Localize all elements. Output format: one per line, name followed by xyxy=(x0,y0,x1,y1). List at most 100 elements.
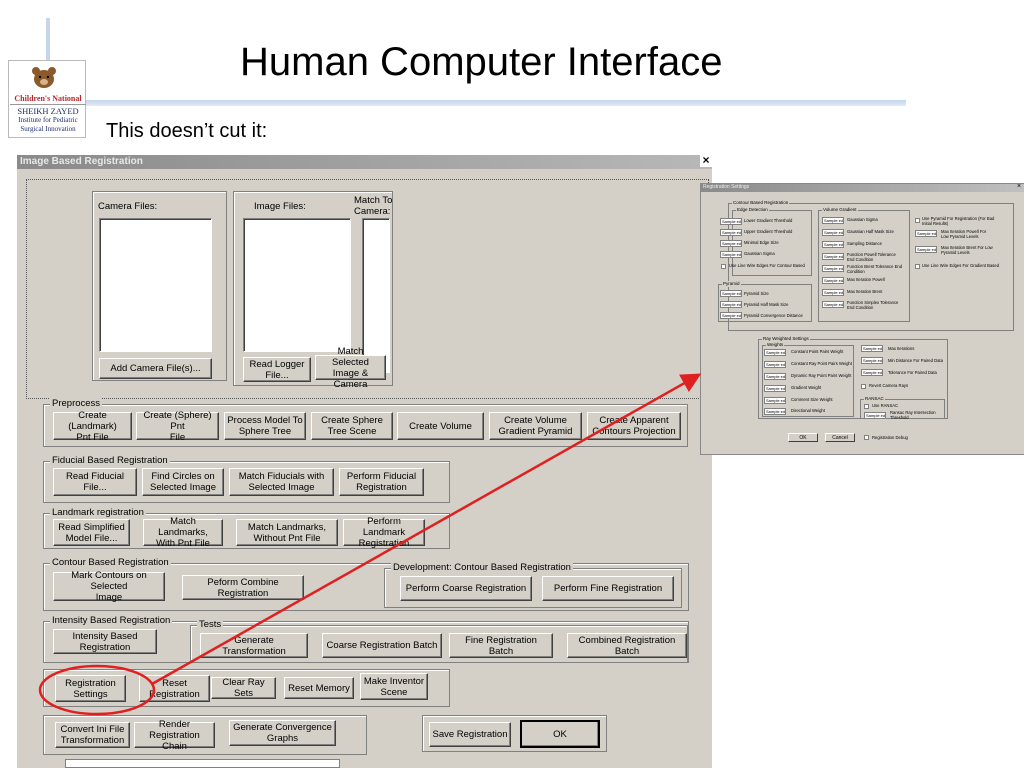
use-pyramid-checkbox[interactable] xyxy=(915,218,920,223)
use-ransac-checkbox[interactable] xyxy=(864,404,869,409)
settings-cancel-button[interactable]: Cancel xyxy=(825,433,855,442)
combined-registration-batch-button[interactable]: Combined Registration Batch xyxy=(567,633,687,658)
generate-convergence-graphs-button[interactable]: Generate Convergence Graphs xyxy=(229,720,336,746)
edge-field-0[interactable]: Sample edit xyxy=(720,218,742,225)
pyramid-field-1[interactable]: Sample edit xyxy=(720,301,742,308)
volgrad-field-6[interactable]: Sample edit xyxy=(822,289,844,296)
volgrad-field-4[interactable]: Sample edit xyxy=(822,265,844,272)
perform-coarse-button[interactable]: Perform Coarse Registration xyxy=(400,576,532,601)
registration-debug-checkbox[interactable] xyxy=(864,435,869,440)
revert-camera-rays-checkbox[interactable] xyxy=(861,384,866,389)
volgrad-field-2[interactable]: Sample edit xyxy=(822,241,844,248)
institute-logo: Children's National SHEIKH ZAYED Institu… xyxy=(8,60,86,138)
weight-field-3[interactable]: Sample edit xyxy=(764,385,786,392)
iter-field-1[interactable]: Sample edit xyxy=(861,357,883,364)
ransac-threshold-label: Ransac Ray Intersection Threshold xyxy=(890,410,936,420)
settings-ok-button[interactable]: OK xyxy=(788,433,818,442)
match-landmarks-with-pnt-button[interactable]: Match Landmarks, With Pnt File xyxy=(143,516,223,549)
iter-field-2[interactable]: Sample edit xyxy=(861,369,883,376)
volgrad-field-3[interactable]: Sample edit xyxy=(822,253,844,260)
fine-registration-batch-button[interactable]: Fine Registration Batch xyxy=(449,633,553,658)
read-simplified-model-button[interactable]: Read Simplified Model File... xyxy=(53,519,130,546)
render-registration-chain-button[interactable]: Render Registration Chain xyxy=(134,719,215,752)
logo-line-4: Surgical Innovation xyxy=(20,125,76,133)
volgrad-field-5[interactable]: Sample edit xyxy=(822,277,844,284)
clear-ray-sets-button[interactable]: Clear Ray Sets xyxy=(211,677,276,699)
settings-titlebar: Registration Settings × xyxy=(701,184,1024,192)
weight-label-5: Directional Weight xyxy=(791,408,825,413)
generate-transformation-button[interactable]: Generate Transformation xyxy=(200,633,308,658)
convert-ini-button[interactable]: Convert Ini File Transformation xyxy=(55,722,130,748)
image-files-list[interactable] xyxy=(243,218,351,352)
create-sphere-tree-scene-button[interactable]: Create Sphere Tree Scene xyxy=(311,412,393,440)
volgrad-field-7[interactable]: Sample edit xyxy=(822,301,844,308)
reset-registration-button[interactable]: Reset Registration xyxy=(139,675,210,702)
registration-settings-button[interactable]: Registration Settings xyxy=(55,675,126,702)
edge-label-1: Upper Gradient Threshold xyxy=(744,229,793,234)
edge-label-2: Minimal Edge Size xyxy=(744,240,779,245)
edge-field-3[interactable]: Sample edit xyxy=(720,251,742,258)
create-volume-button[interactable]: Create Volume xyxy=(397,412,484,440)
perform-fine-button[interactable]: Perform Fine Registration xyxy=(542,576,674,601)
weight-field-2[interactable]: Sample edit xyxy=(764,373,786,380)
save-registration-button[interactable]: Save Registration xyxy=(429,722,511,747)
intensity-based-button[interactable]: Intensity Based Registration xyxy=(53,629,157,654)
edge-checkbox-label: Use Line Wire Edges For Contour Based xyxy=(729,263,805,268)
find-circles-button[interactable]: Find Circles on Selected Image xyxy=(142,468,224,496)
pyramid-group: Pyramid xyxy=(718,281,812,322)
volgrad-field-0[interactable]: Sample edit xyxy=(822,217,844,224)
volgrad-label-5: Max Iteration Powell xyxy=(847,277,885,282)
pyramid-field-2[interactable]: Sample edit xyxy=(720,312,742,319)
gradient-line-wire-checkbox[interactable] xyxy=(915,264,920,269)
create-apparent-contours-button[interactable]: Create Apparent Contours Projection xyxy=(587,412,681,440)
gradient-line-wire-label: Use Line Wire Edges For Gradient Based xyxy=(922,263,1000,268)
volgrad-field-1[interactable]: Sample edit xyxy=(822,229,844,236)
ok-button[interactable]: OK xyxy=(520,720,600,748)
edge-detection-label: Edge Detection xyxy=(736,207,769,213)
close-icon[interactable]: × xyxy=(1017,183,1022,190)
match-landmarks-without-pnt-button[interactable]: Match Landmarks, Without Pnt File xyxy=(236,519,338,546)
close-icon[interactable]: × xyxy=(700,155,712,167)
edge-field-2[interactable]: Sample edit xyxy=(720,240,742,247)
brent-low-field[interactable]: Sample edit xyxy=(915,246,937,253)
weights-group: Weights xyxy=(762,342,854,417)
edge-field-1[interactable]: Sample edit xyxy=(720,229,742,236)
tests-label: Tests xyxy=(197,619,224,630)
weight-label-3: Gradient Weight xyxy=(791,385,822,390)
use-ransac-label: Use RANSAC xyxy=(872,403,899,408)
match-to-camera-list[interactable] xyxy=(362,218,390,373)
contour-settings-label: Contour Based Registration xyxy=(732,200,790,206)
volume-gradient-label: Volume Gradient xyxy=(822,207,858,213)
perform-landmark-button[interactable]: Perform Landmark Registration xyxy=(343,516,425,549)
process-model-button[interactable]: Process Model To Sphere Tree xyxy=(224,412,306,440)
powell-low-field[interactable]: Sample edit xyxy=(915,230,937,237)
match-selected-button[interactable]: Match Selected Image & Camera xyxy=(315,346,386,390)
read-logger-file-button[interactable]: Read Logger File... xyxy=(243,357,311,382)
weight-field-1[interactable]: Sample edit xyxy=(764,361,786,368)
iter-field-0[interactable]: Sample edit xyxy=(861,345,883,352)
weight-field-5[interactable]: Sample edit xyxy=(764,408,786,415)
read-fiducial-file-button[interactable]: Read Fiducial File... xyxy=(53,468,137,496)
camera-files-list[interactable] xyxy=(99,218,212,352)
status-bar xyxy=(65,759,340,768)
coarse-registration-batch-button[interactable]: Coarse Registration Batch xyxy=(322,633,442,658)
create-landmark-pnt-button[interactable]: Create (Landmark) Pnt File xyxy=(53,410,132,443)
revert-camera-rays-label: Revert Camera Rays xyxy=(869,383,909,388)
perform-fiducial-button[interactable]: Perform Fiducial Registration xyxy=(339,468,424,496)
registration-settings-dialog: Registration Settings × Contour Based Re… xyxy=(700,183,1024,455)
add-camera-files-button[interactable]: Add Camera File(s)... xyxy=(99,358,212,379)
match-fiducials-button[interactable]: Match Fiducials with Selected Image xyxy=(229,468,334,496)
volgrad-label-3: Function Powell Tolerance End Condition xyxy=(847,252,896,262)
pyramid-field-0[interactable]: Sample edit xyxy=(720,290,742,297)
reset-memory-button[interactable]: Reset Memory xyxy=(284,677,354,699)
perform-combine-button[interactable]: Peform Combine Registration xyxy=(182,575,304,600)
create-sphere-pnt-button[interactable]: Create (Sphere) Pnt File xyxy=(136,410,219,443)
mark-contours-button[interactable]: Mark Contours on Selected Image xyxy=(53,570,165,603)
weight-field-4[interactable]: Sample edit xyxy=(764,397,786,404)
edge-checkbox[interactable] xyxy=(721,264,726,269)
create-volume-gradient-pyramid-button[interactable]: Create Volume Gradient Pyramid xyxy=(489,412,582,440)
fiducial-label: Fiducial Based Registration xyxy=(50,455,170,466)
ransac-field[interactable]: Sample edit xyxy=(864,412,886,419)
weight-field-0[interactable]: Sample edit xyxy=(764,349,786,356)
make-inventor-scene-button[interactable]: Make Inventor Scene xyxy=(360,673,428,700)
